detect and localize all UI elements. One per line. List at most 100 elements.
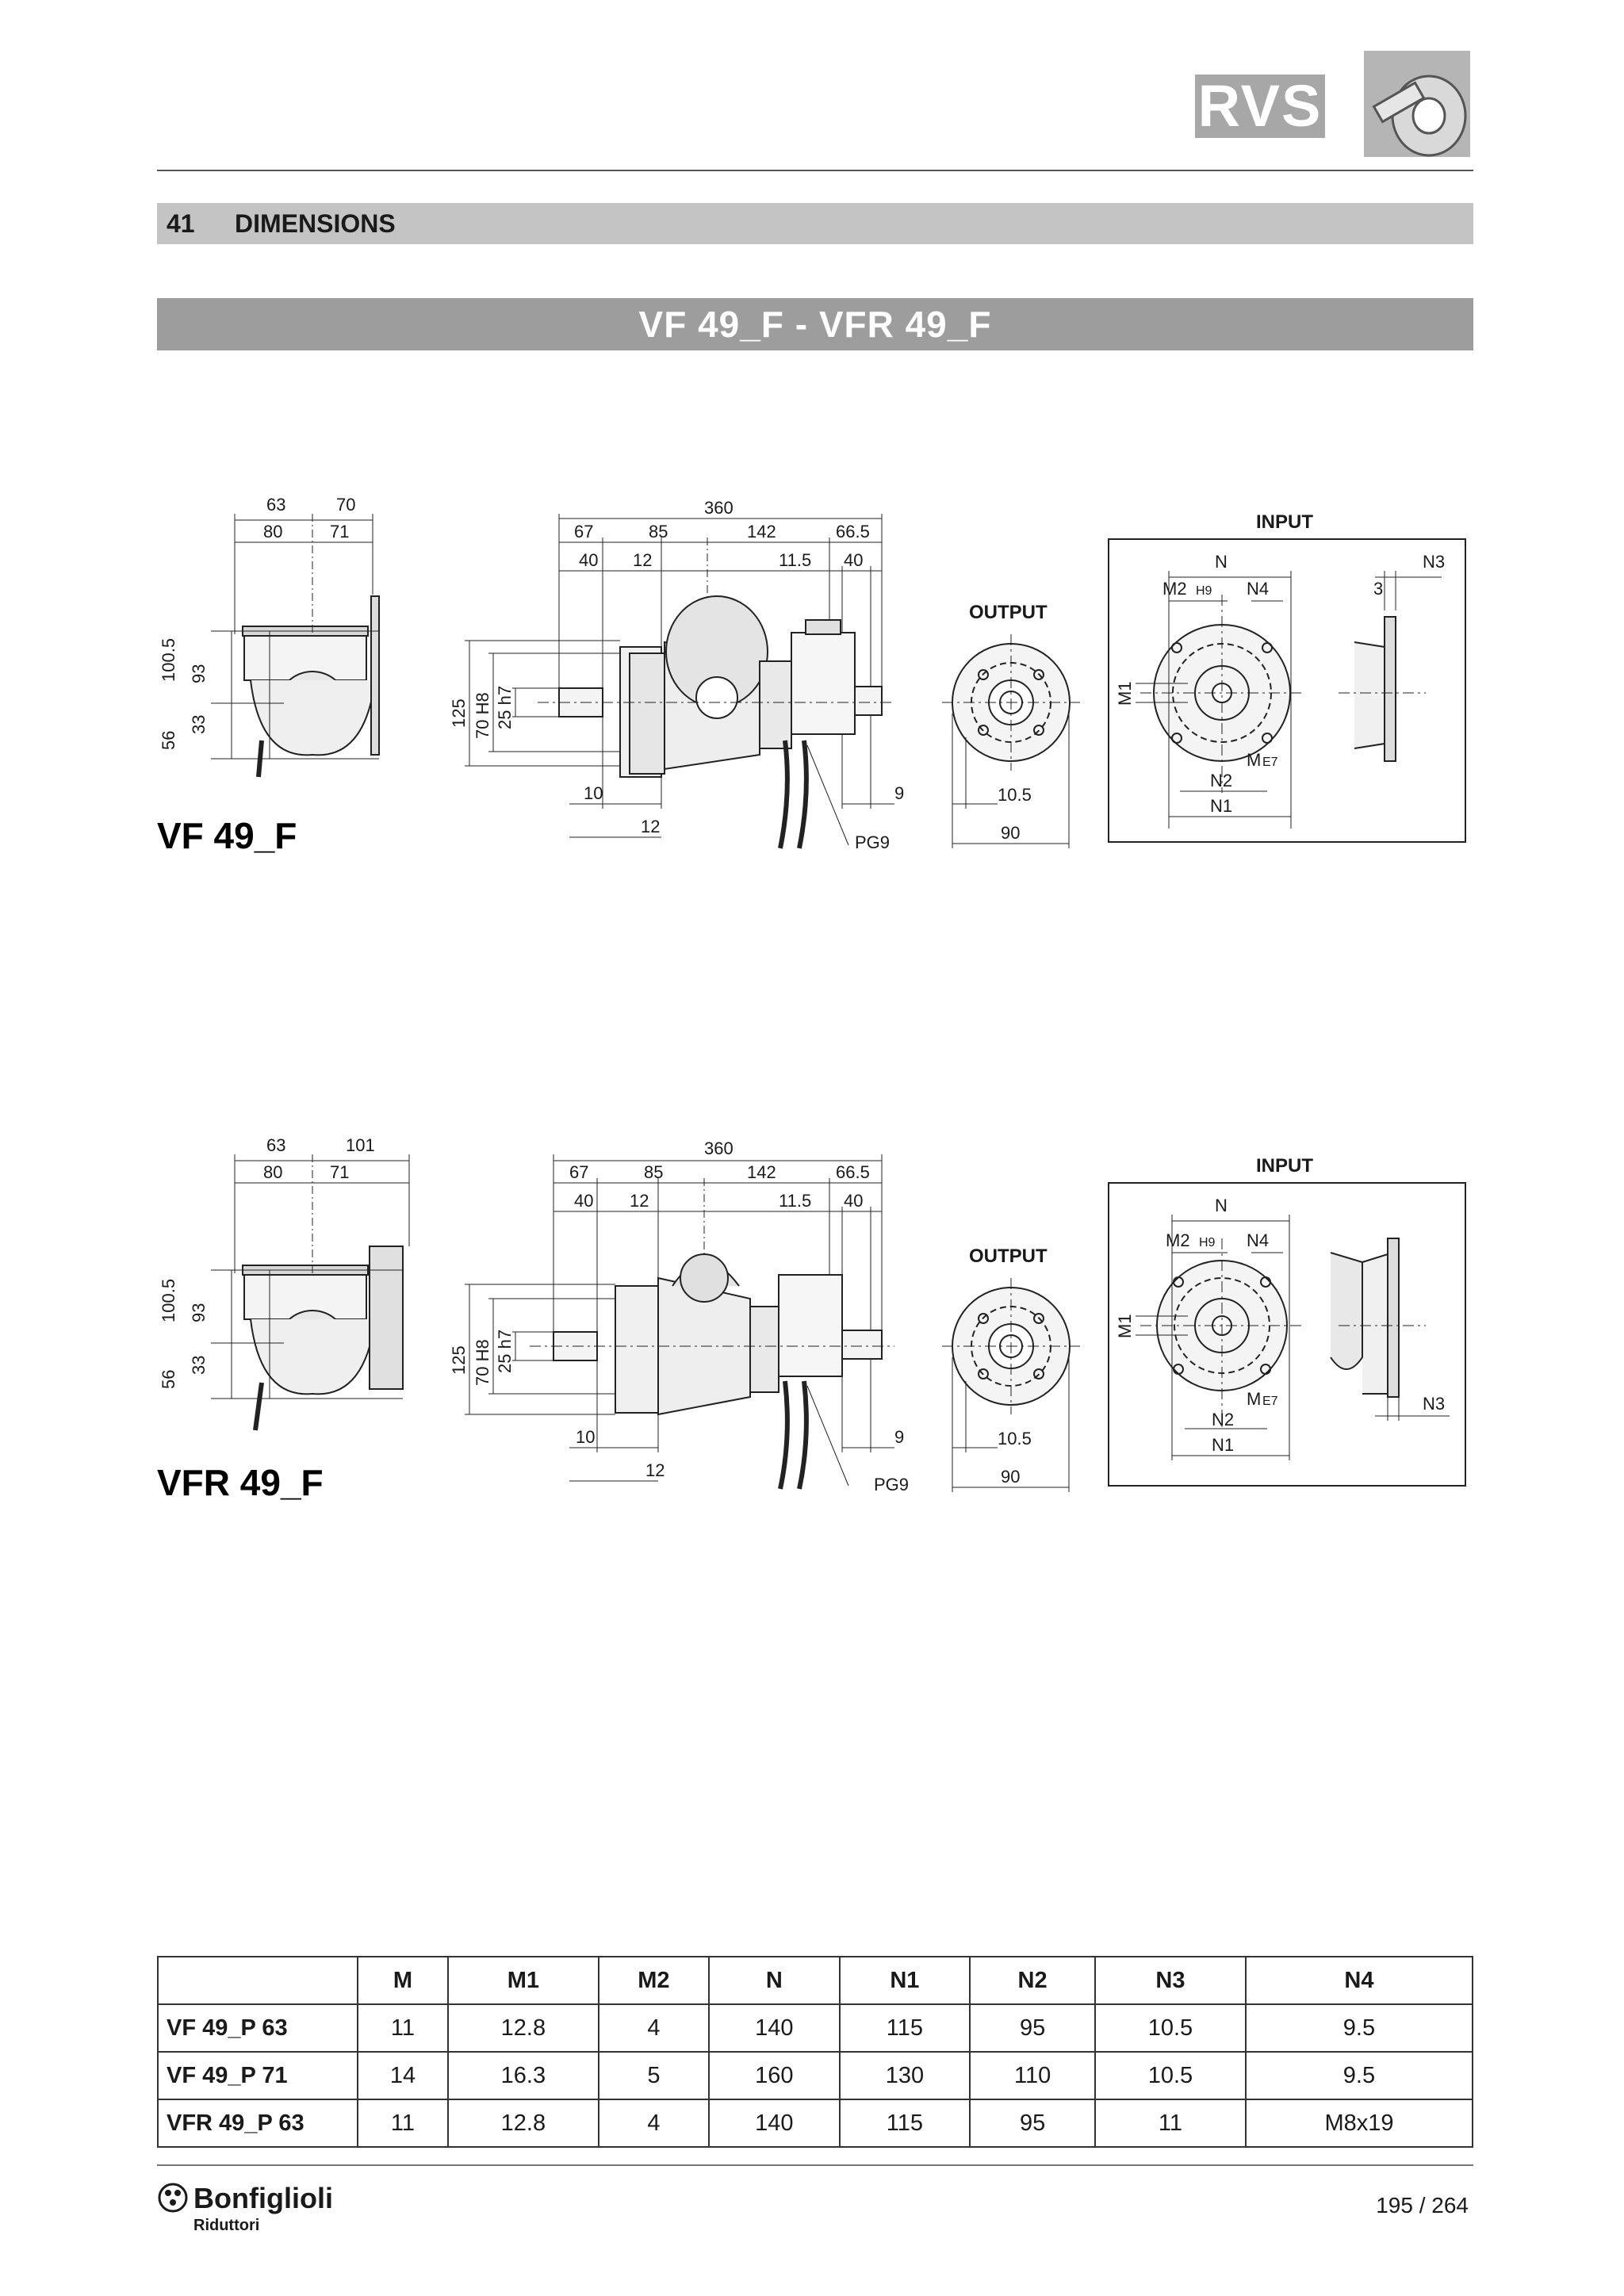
output-flange	[942, 1278, 1080, 1492]
table-cell: 95	[969, 2003, 1096, 2053]
input-label: INPUT	[1256, 1155, 1313, 1177]
dim-n1: N1	[1212, 1435, 1234, 1455]
dim-70: 70	[336, 495, 355, 515]
dim-67: 67	[569, 1162, 588, 1182]
dim-n3: N3	[1423, 552, 1445, 572]
vf-drawing: 63 70 80 71 100.5 93 56 33 VF 49_F 360 6…	[157, 495, 1466, 856]
table-header-cell: N2	[969, 1956, 1096, 2005]
dim-12b: 12	[641, 817, 660, 836]
dim-56: 56	[159, 731, 178, 750]
table-cell: 115	[838, 2099, 971, 2148]
model-label-vf: VF 49_F	[157, 815, 297, 856]
table-cell: M8x19	[1244, 2099, 1474, 2148]
dim-85: 85	[644, 1162, 663, 1182]
dim-e7: E7	[1262, 1395, 1278, 1408]
dim-142: 142	[747, 522, 776, 541]
input-box	[1108, 538, 1466, 843]
dim-12b: 12	[645, 1460, 665, 1480]
side-view	[211, 1154, 410, 1431]
dim-360: 360	[704, 1138, 733, 1158]
table-cell: 10.5	[1094, 2003, 1247, 2053]
dim-m1: M1	[1115, 681, 1135, 706]
vfr-drawing: 63 101 80 71 100.5 93 56 33 VFR 49_F 360…	[157, 1135, 1466, 1503]
dim-10: 10	[584, 783, 603, 803]
table-row: VFR 49_P 63 11 12.8 4 140 115 95 11 M8x1…	[157, 2099, 1474, 2148]
footer-brand-sub: Riduttori	[193, 2217, 260, 2234]
dimensions-table: M M1 M2 N N1 N2 N3 N4 VF 49_P 63 11 12.8…	[157, 1956, 1474, 2148]
section-title: DIMENSIONS	[235, 209, 396, 238]
table-cell: 110	[969, 2051, 1096, 2100]
dim-33: 33	[189, 715, 209, 734]
bonfiglioli-logo-icon	[158, 2183, 188, 2213]
dim-10-5: 10.5	[998, 785, 1032, 805]
dim-33: 33	[189, 1356, 209, 1375]
dim-93: 93	[189, 664, 209, 683]
side-view	[211, 514, 380, 778]
output-label: OUTPUT	[969, 1246, 1048, 1267]
model-label-vfr: VFR 49_F	[157, 1462, 324, 1503]
dim-67: 67	[574, 522, 593, 541]
dim-m2: M2	[1162, 579, 1187, 599]
header-rule	[157, 170, 1473, 171]
table-cell: 5	[597, 2051, 710, 2100]
page-number: 195 / 264	[1376, 2193, 1469, 2218]
dim-40b: 40	[844, 550, 863, 570]
product-title-bar: VF 49_F - VFR 49_F	[157, 298, 1473, 350]
dim-80: 80	[263, 522, 282, 541]
table-row: VF 49_P 71 14 16.3 5 160 130 110 10.5 9.…	[157, 2051, 1474, 2100]
table-cell: 160	[708, 2051, 841, 2100]
dim-n1: N1	[1210, 796, 1232, 816]
table-cell: 12.8	[446, 2003, 599, 2053]
dim-63: 63	[266, 1135, 285, 1155]
dim-56: 56	[159, 1370, 178, 1389]
dim-90: 90	[1001, 1467, 1020, 1487]
dim-70h8: 70 H8	[473, 1339, 492, 1386]
table-cell: 140	[708, 2003, 841, 2053]
table-header-cell: N4	[1244, 1956, 1474, 2005]
dim-9: 9	[894, 1427, 904, 1447]
dim-85: 85	[649, 522, 668, 541]
table-cell: 115	[838, 2003, 971, 2053]
dim-40a: 40	[574, 1191, 593, 1211]
dim-100-5: 100.5	[159, 1279, 178, 1322]
table-cell: 16.3	[446, 2051, 599, 2100]
dim-n: N	[1215, 1196, 1228, 1215]
dim-80: 80	[263, 1162, 282, 1182]
dim-71: 71	[330, 522, 349, 541]
input-label: INPUT	[1256, 511, 1313, 533]
table-cell: 11	[1094, 2099, 1247, 2148]
front-view	[465, 1154, 894, 1490]
dim-70h8: 70 H8	[473, 692, 492, 739]
dim-360: 360	[704, 498, 733, 518]
dim-m2: M2	[1166, 1230, 1190, 1250]
table-row-label: VFR 49_P 63	[157, 2099, 358, 2148]
dim-66-5: 66.5	[836, 1162, 870, 1182]
dim-12a: 12	[633, 550, 652, 570]
dim-9: 9	[894, 783, 904, 803]
dim-10: 10	[576, 1427, 595, 1447]
dim-11-5: 11.5	[779, 1191, 811, 1211]
table-row: VF 49_P 63 11 12.8 4 140 115 95 10.5 9.5	[157, 2003, 1474, 2053]
dim-e7: E7	[1262, 756, 1278, 769]
input-box	[1108, 1182, 1466, 1487]
table-cell: 4	[597, 2003, 710, 2053]
dim-125: 125	[449, 698, 469, 728]
table-cell: 130	[838, 2051, 971, 2100]
section-bar	[157, 203, 1473, 244]
dim-40b: 40	[844, 1191, 863, 1211]
table-header-row: M M1 M2 N N1 N2 N3 N4	[157, 1956, 1474, 2005]
dim-101: 101	[346, 1135, 375, 1155]
table-cell: 9.5	[1244, 2003, 1474, 2053]
dim-40a: 40	[579, 550, 598, 570]
table-row-label: VF 49_P 63	[157, 2003, 358, 2053]
dim-25h7: 25 h7	[495, 686, 515, 729]
dim-63: 63	[266, 495, 285, 515]
footer-rule	[157, 2164, 1473, 2166]
dim-n4: N4	[1247, 579, 1269, 599]
table-header-cell	[157, 1956, 358, 2005]
table-cell: 11	[357, 2003, 449, 2053]
dim-12a: 12	[630, 1191, 649, 1211]
section-number: 41	[167, 209, 195, 238]
dim-10-5: 10.5	[998, 1429, 1032, 1448]
dim-66-5: 66.5	[836, 522, 870, 541]
